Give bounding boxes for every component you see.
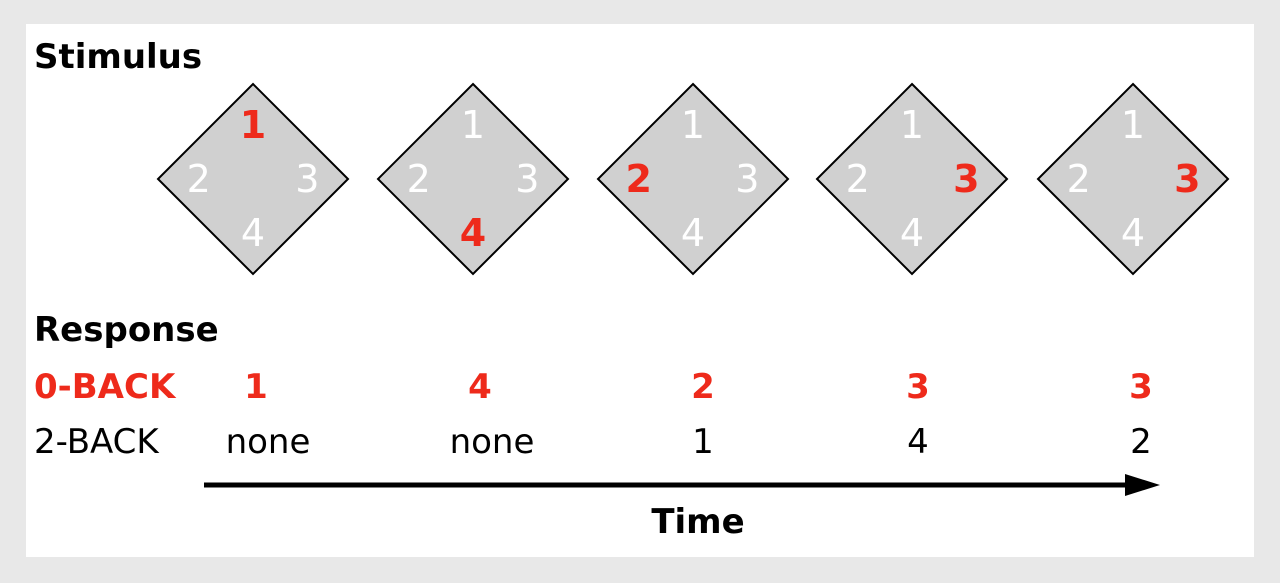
diamond-digit-right: 3: [295, 157, 320, 201]
two-back-response: none: [225, 422, 311, 462]
diamond-digit-top: 1: [1120, 102, 1146, 147]
diamond-shape: [1036, 82, 1230, 276]
two-back-label: 2-BACK: [34, 422, 159, 462]
diamond-digit-right: 3: [1174, 157, 1201, 201]
diamond-digit-left: 2: [845, 157, 870, 201]
two-back-response: none: [449, 422, 535, 462]
time-arrow: [204, 474, 1160, 496]
diamond-digit-bottom: 4: [1120, 211, 1146, 256]
two-back-response: 1: [692, 422, 714, 462]
diamond-digit-right: 3: [953, 157, 980, 201]
zero-back-response: 3: [1129, 367, 1153, 407]
zero-back-response: 3: [906, 367, 930, 407]
two-back-response: 2: [1130, 422, 1152, 462]
diamond-shape: [156, 82, 350, 276]
response-heading: Response: [34, 310, 219, 350]
diamond-digit-left: 2: [625, 157, 652, 201]
diamond-digit-right: 3: [515, 157, 540, 201]
two-back-response: 4: [907, 422, 929, 462]
diamond-digit-left: 2: [186, 157, 211, 201]
diamond-digit-top: 1: [460, 102, 486, 147]
diamond-digit-top: 1: [899, 102, 925, 147]
diamond-digit-bottom: 4: [459, 211, 487, 256]
diamond-shape: [596, 82, 790, 276]
diamond-digit-top: 1: [239, 102, 267, 147]
diamond-digit-bottom: 4: [680, 211, 706, 256]
diamond-digit-right: 3: [735, 157, 760, 201]
diamond-digit-bottom: 4: [240, 211, 266, 256]
diamond-digit-bottom: 4: [899, 211, 925, 256]
diamond-digit-left: 2: [1066, 157, 1091, 201]
time-arrowhead: [1125, 474, 1160, 496]
zero-back-label: 0-BACK: [34, 367, 176, 407]
diamond-shape: [815, 82, 1009, 276]
zero-back-response: 4: [468, 367, 492, 407]
zero-back-response: 2: [691, 367, 715, 407]
diamond-shape: [376, 82, 570, 276]
diamond-digit-top: 1: [680, 102, 706, 147]
time-label: Time: [651, 502, 745, 542]
diamond-digit-left: 2: [406, 157, 431, 201]
zero-back-response: 1: [244, 367, 268, 407]
stimulus-heading: Stimulus: [34, 37, 203, 77]
